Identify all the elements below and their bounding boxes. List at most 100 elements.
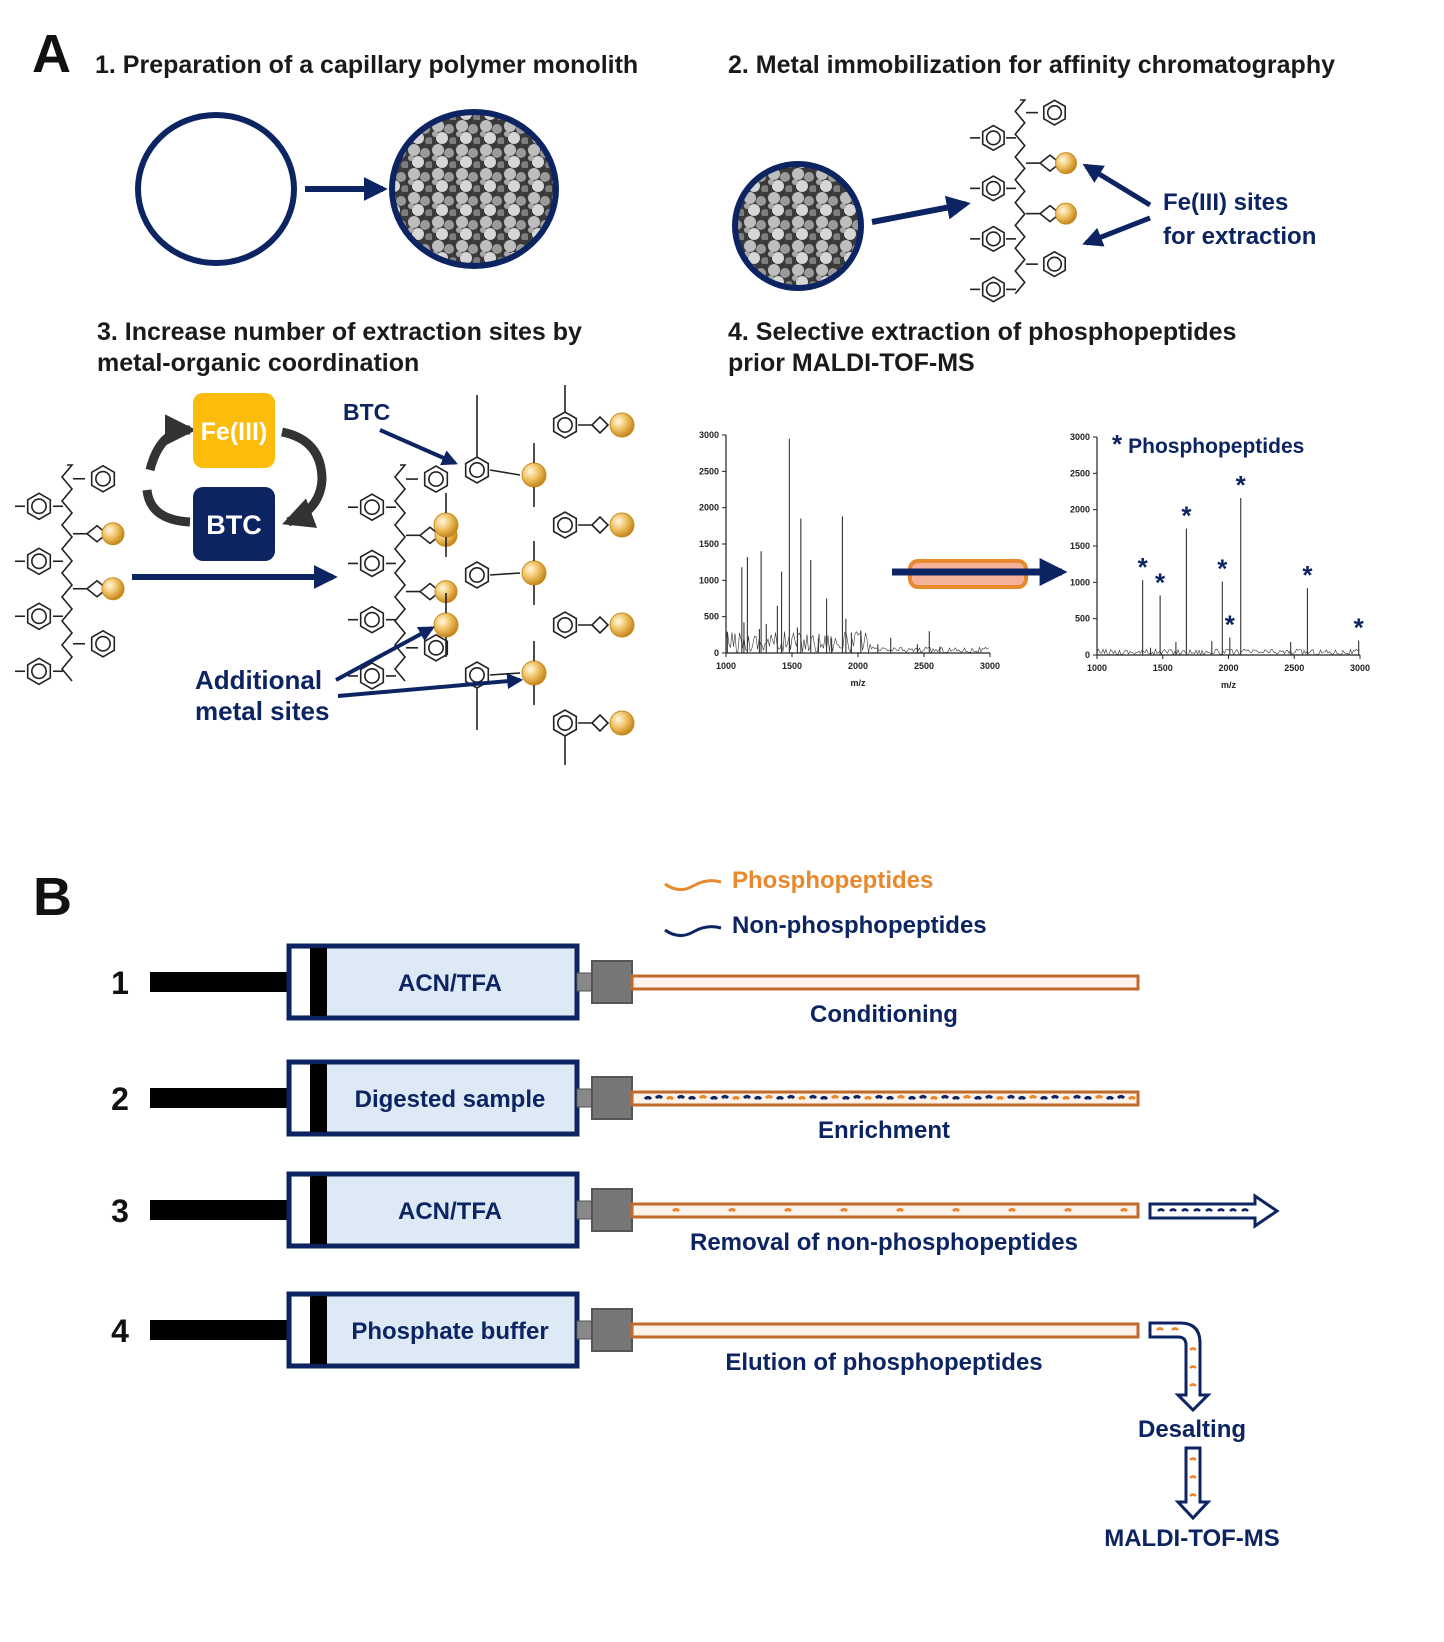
phosphopeptide-mark (797, 1096, 807, 1101)
phosphopeptide-mark (1189, 1475, 1197, 1479)
arrow (379, 428, 458, 466)
y-tick-label: 3000 (699, 430, 719, 440)
benzene-ring (95, 635, 111, 652)
plunger-gap (292, 1065, 310, 1131)
y-tick-label: 2500 (1070, 468, 1090, 478)
legend-non-phosphopeptides: Non-phosphopeptides (732, 912, 987, 939)
benzene-ring (985, 231, 1001, 247)
waste-outlet-arrow (1148, 1193, 1280, 1229)
carboxylate (578, 615, 610, 635)
luer-connector (576, 972, 594, 992)
x-tick-label: 2500 (1284, 663, 1304, 673)
row-number: 4 (111, 1313, 129, 1349)
benzene-ring (557, 715, 573, 731)
fitting-block (591, 1188, 633, 1232)
phosphopeptide-mark (731, 1096, 741, 1101)
benzene-ring (359, 549, 385, 578)
step-label: Elution of phosphopeptides (725, 1349, 1042, 1376)
non-phosphopeptide-mark (885, 1096, 895, 1101)
btc-box-label: BTC (206, 510, 262, 540)
maldi-arrow (1174, 1446, 1212, 1521)
non-phosphopeptide-mark (1039, 1096, 1049, 1101)
fitting-block (591, 1308, 633, 1352)
x-tick-label: 2500 (914, 661, 934, 671)
non-phosphopeptide-mark (808, 1095, 818, 1100)
benzene-ring (557, 417, 573, 433)
phosphopeptide-mark (962, 1095, 972, 1100)
phosphopeptide-mark (1119, 1208, 1129, 1213)
benzene-ring (428, 639, 444, 656)
non-phosphopeptide-mark (984, 1095, 994, 1100)
benzene-ring (1043, 99, 1066, 126)
benzene-ring (557, 517, 573, 533)
metal-sphere (609, 612, 635, 638)
non-phosphopeptide-mark (1217, 1208, 1225, 1212)
benzene-ring (31, 663, 47, 680)
y-tick-label: 2000 (1070, 505, 1090, 515)
benzene-ring (364, 611, 380, 628)
benzene-ring (423, 633, 449, 662)
benzene-ring (464, 561, 490, 589)
x-tick-label: 3000 (980, 661, 1000, 671)
benzene-ring (981, 124, 1005, 152)
non-phosphopeptide-mark (654, 1095, 664, 1100)
legend-phosphopeptides: Phosphopeptides (732, 867, 933, 894)
non-phosphopeptide-mark (1157, 1208, 1165, 1212)
row-number: 1 (111, 965, 129, 1001)
benzene-ring (95, 470, 111, 487)
luer-connector (576, 1088, 594, 1108)
maldi-tof-ms-label: MALDI-TOF-MS (1104, 1525, 1280, 1552)
metal-sphere (521, 660, 547, 686)
baseline-noise (725, 631, 989, 654)
step3-title: metal-organic coordination (97, 349, 419, 377)
phosphopeptide-mark (1094, 1095, 1104, 1100)
step-label: Conditioning (810, 1001, 958, 1028)
syringe-solution-label: Phosphate buffer (351, 1318, 548, 1345)
non-phosphopeptide-mark (940, 1095, 950, 1100)
phosphopeptide-mark (1063, 1208, 1073, 1213)
metal-sphere (1055, 202, 1077, 225)
benzene-ring (552, 511, 578, 539)
x-tick-label: 3000 (1350, 663, 1370, 673)
phosphopeptide-mark (830, 1095, 840, 1100)
luer-connector (576, 1200, 594, 1220)
y-tick-label: 1500 (1070, 541, 1090, 551)
benzene-ring (90, 629, 116, 658)
y-tick-label: 1000 (699, 575, 719, 585)
step-label: Enrichment (818, 1117, 950, 1144)
phosphopeptide-mark (1156, 1327, 1164, 1331)
benzene-ring (981, 175, 1005, 202)
benzene-ring (31, 553, 47, 570)
arrow (871, 195, 971, 225)
additional-metal-sites-label: metal sites (195, 696, 329, 726)
y-tick-label: 500 (704, 612, 719, 622)
phosphopeptide-mark (863, 1096, 873, 1101)
non-phosphopeptide-mark (775, 1096, 785, 1101)
luer-connector (576, 1320, 594, 1340)
plunger-gap (292, 1297, 310, 1363)
non-phosphopeptide-mark (786, 1095, 796, 1100)
phosphopeptide-star-marker: * (1236, 470, 1247, 500)
non-phosphopeptide-mark (819, 1096, 829, 1101)
phosphopeptide-mark (1127, 1096, 1137, 1101)
phosphopeptide-mark (698, 1095, 708, 1100)
metal-sphere (609, 710, 635, 736)
capillary-column (630, 1090, 1140, 1107)
non-phosphopeptide-mark (1050, 1095, 1060, 1100)
phosphopeptide-mark (671, 1208, 681, 1213)
plunger-head (310, 1064, 327, 1132)
syringe-solution-label: Digested sample (355, 1086, 546, 1113)
plunger-rod (150, 1200, 290, 1220)
y-tick-label: 2500 (699, 466, 719, 476)
row-number: 2 (111, 1081, 129, 1117)
benzene-ring (1046, 256, 1063, 272)
step1-title: 1. Preparation of a capillary polymer mo… (95, 51, 638, 79)
phosphopeptide-mark (896, 1095, 906, 1100)
fe-iii-box-label: Fe(III) (201, 418, 268, 446)
phosphopeptide-mark (951, 1208, 961, 1213)
fitting-block (591, 960, 633, 1004)
benzene-ring (31, 608, 47, 625)
phosphopeptide-mark (1189, 1365, 1197, 1369)
